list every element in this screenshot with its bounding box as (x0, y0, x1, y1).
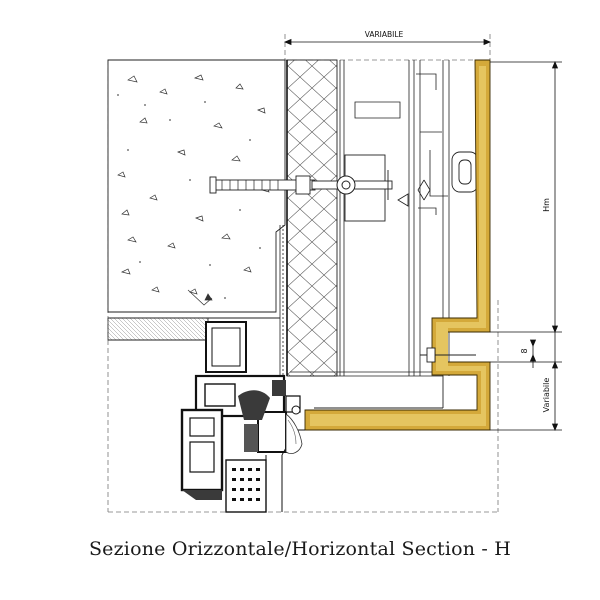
sealant (285, 413, 303, 454)
concrete-wall (107, 59, 286, 313)
dimension-top (283, 38, 492, 46)
dimension-variabile-label: Variabile (542, 378, 551, 413)
drawing-caption: Sezione Orizzontale/Horizontal Section -… (88, 538, 512, 560)
anchor-bolt (209, 154, 409, 222)
insulation-layer (286, 59, 338, 377)
sill-slab (107, 317, 280, 341)
dimension-hm (490, 60, 562, 432)
membrane-layer (279, 225, 284, 378)
lower-bracket (314, 347, 476, 409)
glazing-unit (225, 429, 305, 513)
dimension-top-label: VARIABILE (365, 30, 404, 39)
clip-detail (417, 151, 479, 201)
dimension-gap (529, 339, 537, 368)
dimension-gap-label: 8 (520, 348, 529, 353)
leader-mark (187, 289, 213, 306)
dimension-hm-label: Hm (542, 198, 551, 212)
window-frame (180, 321, 301, 500)
